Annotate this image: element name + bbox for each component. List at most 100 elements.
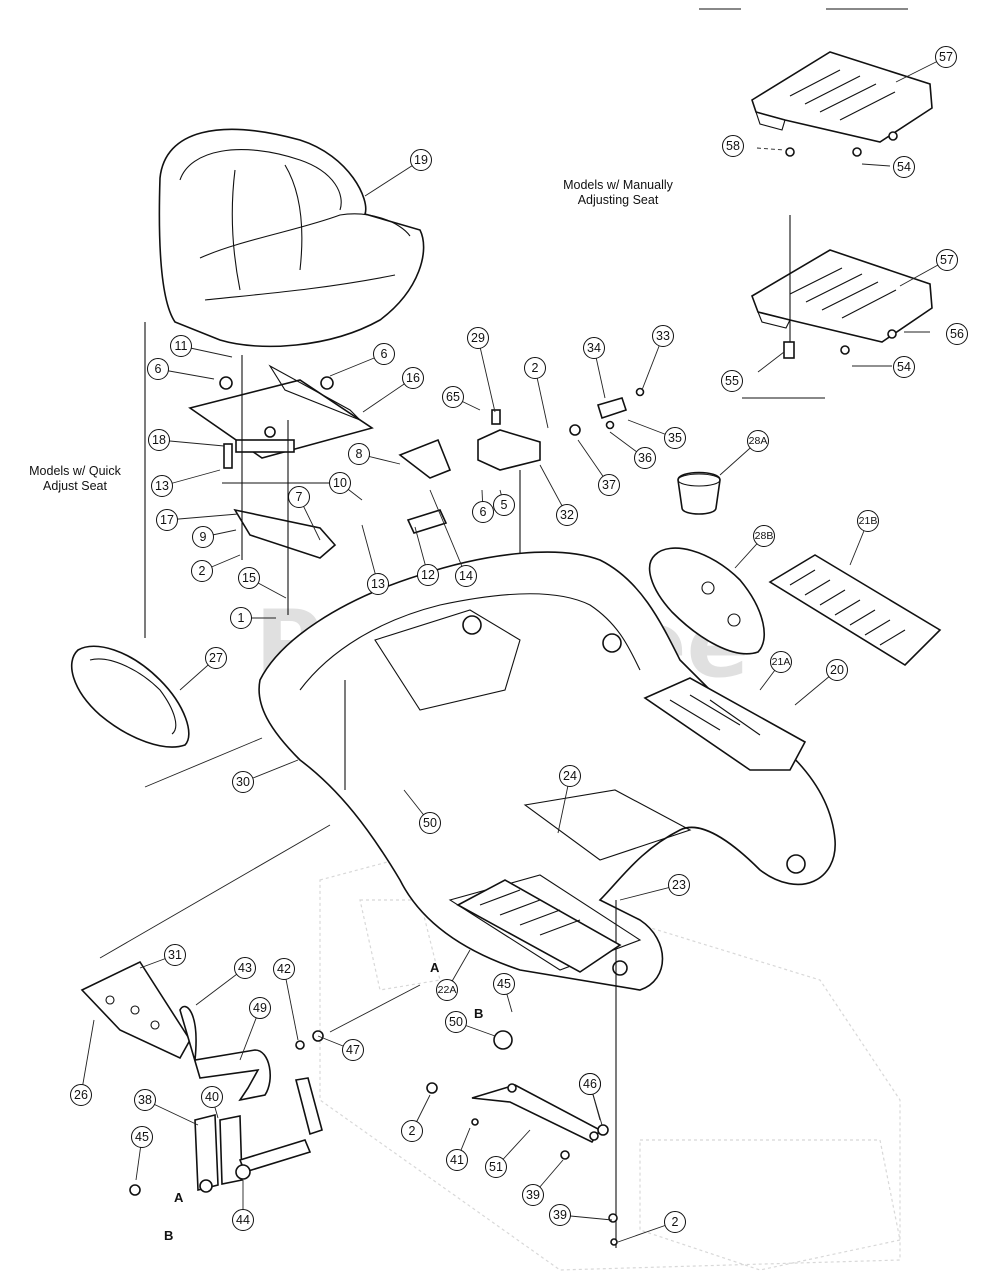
callout-number: 45 xyxy=(497,977,511,991)
callout-c49: 49 xyxy=(239,997,271,1061)
callout-c8: 8 xyxy=(348,443,401,465)
callout-number: 17 xyxy=(160,513,174,527)
mat-21b xyxy=(768,554,942,667)
callout-circle xyxy=(467,327,489,349)
callout-c1: 1 xyxy=(230,607,276,629)
callout-circle xyxy=(151,475,173,497)
callout-circle xyxy=(664,427,686,449)
callout-circle xyxy=(70,1084,92,1106)
callout-circle xyxy=(857,510,879,532)
callout-number: 1 xyxy=(238,611,245,625)
callout-circle xyxy=(559,765,581,787)
callout-c65: 65 xyxy=(442,386,481,411)
callout-circle xyxy=(522,1184,544,1206)
callout-c42: 42 xyxy=(273,958,299,1041)
callout-number: 6 xyxy=(480,505,487,519)
callout-number: 2 xyxy=(672,1215,679,1229)
callout-circle xyxy=(134,1089,156,1111)
callout-circle xyxy=(485,1156,507,1178)
callout-number: 33 xyxy=(656,329,670,343)
callout-number: 8 xyxy=(356,447,363,461)
seat-bracket xyxy=(188,364,374,559)
callout-circle xyxy=(273,958,295,980)
callout-number: 56 xyxy=(950,327,964,341)
callout-circle xyxy=(342,1039,364,1061)
callout-c13b: 13 xyxy=(361,524,389,595)
callout-c5: 5 xyxy=(493,489,515,516)
callout-circle xyxy=(893,356,915,378)
callout-c11: 11 xyxy=(170,335,233,358)
callout-number: 37 xyxy=(602,478,616,492)
callout-number: 16 xyxy=(406,371,420,385)
callout-number: 49 xyxy=(253,1001,267,1015)
callout-c37: 37 xyxy=(577,439,620,496)
callout-number: 34 xyxy=(587,341,601,355)
callout-c24: 24 xyxy=(557,765,581,834)
callout-circle xyxy=(148,429,170,451)
callout-circle xyxy=(238,567,260,589)
callout-number: 19 xyxy=(414,153,428,167)
callout-number: 38 xyxy=(138,1093,152,1107)
letter-a-upper: A xyxy=(430,960,440,975)
callout-c41: 41 xyxy=(446,1127,471,1171)
callout-circle xyxy=(668,874,690,896)
callout-number: 31 xyxy=(168,948,182,962)
callout-number: 58 xyxy=(726,139,740,153)
callout-number: 5 xyxy=(501,498,508,512)
callout-circle xyxy=(191,560,213,582)
callout-number: 54 xyxy=(897,360,911,374)
callout-number: 47 xyxy=(346,1043,360,1057)
callout-circle xyxy=(234,957,256,979)
callout-number: 13 xyxy=(155,479,169,493)
callout-number: 57 xyxy=(940,253,954,267)
callout-c6c: 6 xyxy=(472,489,494,523)
callout-circle xyxy=(747,430,769,452)
callout-c34: 34 xyxy=(583,337,606,399)
mat-21a xyxy=(643,677,807,771)
lever-49 xyxy=(179,1005,271,1102)
callout-number: 24 xyxy=(563,769,577,783)
callout-circle xyxy=(417,564,439,586)
callout-c38: 38 xyxy=(134,1089,199,1126)
callout-c39b: 39 xyxy=(549,1204,613,1226)
callout-circle xyxy=(445,1011,467,1033)
callout-leader xyxy=(429,489,467,577)
callout-c40: 40 xyxy=(201,1086,223,1119)
callout-number: 55 xyxy=(725,374,739,388)
callout-circle xyxy=(205,647,227,669)
lead-58 xyxy=(756,147,785,151)
callout-c54b: 54 xyxy=(893,356,915,378)
ghost-deck xyxy=(319,839,901,1271)
callout-number: 6 xyxy=(381,347,388,361)
callout-circle xyxy=(493,494,515,516)
callout-number: 44 xyxy=(236,1213,250,1227)
callout-number: 39 xyxy=(526,1188,540,1202)
callout-circle xyxy=(232,1209,254,1231)
bracket-38 xyxy=(129,1077,323,1196)
callout-number: 40 xyxy=(205,1090,219,1104)
callout-leader xyxy=(364,159,422,197)
callout-circle xyxy=(164,944,186,966)
callout-c22A: 22A xyxy=(436,949,471,1001)
callout-c14: 14 xyxy=(429,489,477,587)
callout-leader xyxy=(80,1019,95,1096)
callout-number: 35 xyxy=(668,431,682,445)
callout-circle xyxy=(419,812,441,834)
callout-c39a: 39 xyxy=(522,1159,564,1206)
callout-number: 15 xyxy=(242,571,256,585)
callout-c50b: 50 xyxy=(445,1011,496,1037)
callout-circle xyxy=(634,447,656,469)
callout-circle xyxy=(446,1149,468,1171)
callout-number: 20 xyxy=(830,663,844,677)
callout-leader xyxy=(166,513,239,521)
callout-circle xyxy=(946,323,968,345)
callout-number: 10 xyxy=(333,476,347,490)
callout-number: 22A xyxy=(438,984,457,996)
callout-c21A: 21A xyxy=(759,651,792,691)
callout-circle xyxy=(893,156,915,178)
callout-number: 6 xyxy=(155,362,162,376)
callout-number: 32 xyxy=(560,508,574,522)
